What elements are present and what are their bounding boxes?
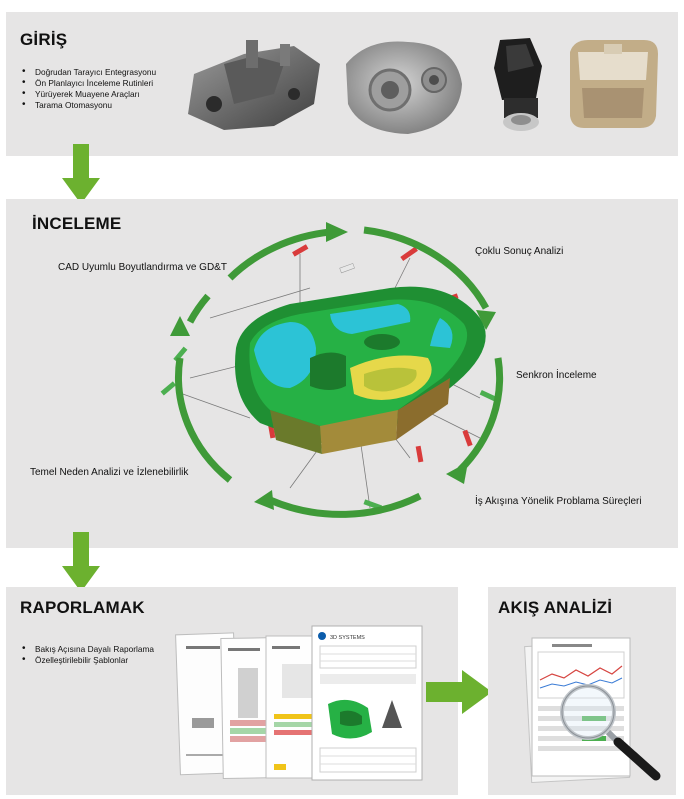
heatmap-part-model	[235, 286, 486, 454]
intro-title: GİRİŞ	[20, 30, 68, 49]
report-page	[311, 625, 423, 781]
cycle-arrows	[175, 226, 504, 518]
intro-bullet: Doğrudan Tarayıcı Entegrasyonu	[22, 66, 156, 78]
gearbox-housing-part-image	[346, 41, 462, 134]
metal-frame-part-image	[188, 40, 320, 130]
trend-report-image	[524, 637, 661, 783]
workflow-probing-label: İş Akışına Yönelik Problama Süreçleri	[475, 496, 642, 507]
flow-analysis-title: AKIŞ ANALİZİ	[498, 598, 613, 617]
intro-bullet: Tarama Otomasyonu	[22, 99, 156, 111]
multi-result-label: Çoklu Sonuç Analizi	[475, 246, 564, 257]
arrow-down-icon	[62, 144, 100, 204]
cycle-arrowheads	[170, 222, 496, 510]
root-cause-label: Temel Neden Analizi ve İzlenebilirlik	[30, 467, 189, 478]
inspection-cycle-diagram	[160, 222, 504, 518]
reporting-bullet: Bakış Açısına Dayalı Raporlama	[22, 643, 154, 655]
report-documents-image: 3D SYSTEMS	[175, 625, 423, 781]
reporting-bullet: Özelleştirilebilir Şablonlar	[22, 654, 154, 666]
black-bracket-part-image	[494, 38, 542, 131]
sync-inspection-label: Senkron İnceleme	[516, 370, 597, 381]
doc-brand-text: 3D SYSTEMS	[330, 635, 365, 641]
intro-bullet: Yürüyerek Muayene Araçları	[22, 88, 156, 100]
magnifier-icon	[560, 684, 661, 781]
inspection-title: İNCELEME	[32, 214, 122, 233]
intro-bullet-list: Doğrudan Tarayıcı Entegrasyonu Ön Planla…	[22, 66, 156, 111]
intro-bullet: Ön Planlayıcı İnceleme Rutinleri	[22, 77, 156, 89]
reporting-title: RAPORLAMAK	[20, 598, 145, 617]
cad-gdt-label: CAD Uyumlu Boyutlandırma ve GD&T	[58, 262, 227, 273]
arrow-right-icon	[426, 670, 492, 714]
arrow-down-icon	[62, 532, 100, 592]
reporting-bullet-list: Bakış Açısına Dayalı Raporlama Özelleşti…	[22, 643, 154, 666]
plastic-housing-part-image	[570, 40, 658, 128]
